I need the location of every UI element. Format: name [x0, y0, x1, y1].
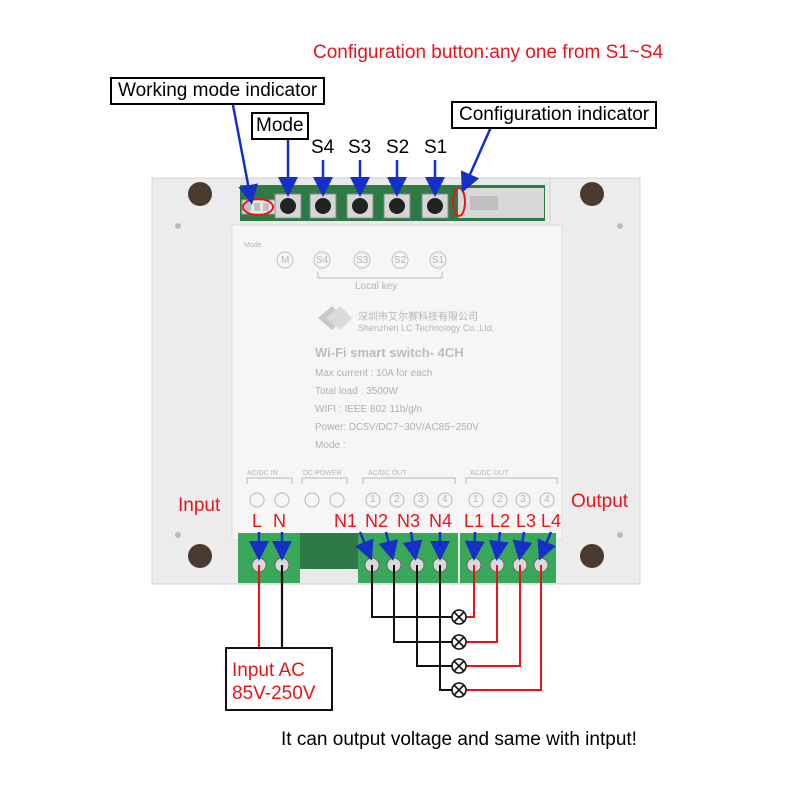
print-acdc-in: AC/DC IN: [247, 470, 278, 477]
input-wires: [257, 565, 284, 648]
panel-btn-s4: S4: [316, 255, 329, 266]
product-name: Wi-Fi smart switch- 4CH: [315, 345, 464, 360]
panel-local-key: Local key: [355, 281, 398, 292]
working-mode-indicator-label: Working mode indicator: [110, 77, 326, 105]
s4-label: S4: [311, 137, 335, 158]
print-out-3a: 3: [418, 494, 424, 505]
config-indicator-label: Configuration indicator: [451, 101, 658, 129]
input-ac-line2: 85V-250V: [232, 683, 316, 704]
left-mounting-ear: [151, 177, 243, 585]
spec-current: Max current : 10A for each: [315, 368, 433, 379]
panel-btn-m: M: [281, 255, 290, 266]
terminal-l2-label: L2: [490, 511, 511, 531]
terminal-l4-label: L4: [541, 511, 562, 531]
push-buttons: [274, 193, 449, 219]
print-out-2a: 2: [394, 494, 400, 505]
print-dc-power: DC POWER: [303, 470, 342, 477]
output-label: Output: [571, 491, 629, 512]
input-ac-line1: Input AC: [232, 660, 305, 681]
mounting-hole-tr: [580, 182, 604, 206]
spec-wifi: WIFI : IEEE 802 11b/g/n: [315, 404, 423, 415]
company-name-cn: 深圳市艾尔赛科技有限公司: [358, 312, 478, 323]
spec-load: Total load : 3500W: [315, 386, 398, 397]
line-wires: [466, 565, 542, 691]
terminal-n2-label: N2: [365, 511, 389, 531]
dc-power-connector: [300, 533, 358, 569]
mounting-hole-bl: [188, 544, 212, 568]
panel-mode-print: Mode: [244, 242, 262, 249]
terminal-n1-label: N1: [334, 511, 358, 531]
terminal-l-label: L: [252, 511, 263, 531]
panel-btn-s2: S2: [394, 255, 407, 266]
panel-btn-s3: S3: [356, 255, 369, 266]
spec-power: Power: DC5V/DC7~30V/AC85~250V: [315, 422, 479, 433]
input-ac-box: [225, 647, 333, 711]
panel-button-marks: [276, 251, 447, 279]
panel-terminal-marks: [246, 477, 558, 508]
spec-mode: Mode :: [315, 440, 346, 451]
terminal-l1-label: L1: [464, 511, 485, 531]
terminal-l3-label: L3: [516, 511, 537, 531]
panel-btn-s1: S1: [432, 255, 445, 266]
print-out-2b: 2: [497, 494, 503, 505]
print-out-4b: 4: [544, 494, 550, 505]
lamps: [451, 609, 467, 698]
input-label: Input: [178, 495, 221, 516]
print-out-3b: 3: [520, 494, 526, 505]
print-out-1a: 1: [370, 494, 376, 505]
footer-note: It can output voltage and same with intp…: [281, 729, 637, 750]
print-out-4a: 4: [442, 494, 448, 505]
mounting-hole-br: [580, 544, 604, 568]
config-button-caption: Configuration button:any one from S1~S4: [313, 42, 664, 63]
print-acdc-out-1: AC/DC OUT: [368, 470, 407, 477]
input-terminal-block: [238, 533, 300, 583]
print-out-1b: 1: [473, 494, 479, 505]
mode-label: Mode: [251, 112, 309, 140]
neutral-wires: [371, 565, 452, 691]
company-name-en: Shenzhen LC Technology Co.,Ltd.: [358, 323, 495, 333]
right-mounting-ear: [549, 177, 641, 585]
config-indicator-highlight: [452, 187, 466, 217]
s3-label: S3: [348, 137, 372, 158]
company-logo-mark: [318, 306, 352, 330]
terminal-n4-label: N4: [429, 511, 453, 531]
terminal-n-label: N: [273, 511, 286, 531]
mounting-hole-tl: [188, 182, 212, 206]
annotation-arrows: [230, 99, 556, 561]
print-acdc-out-2: AC/DC OUT: [470, 470, 509, 477]
terminal-n3-label: N3: [397, 511, 421, 531]
s2-label: S2: [386, 137, 410, 158]
s1-label: S1: [424, 137, 448, 158]
